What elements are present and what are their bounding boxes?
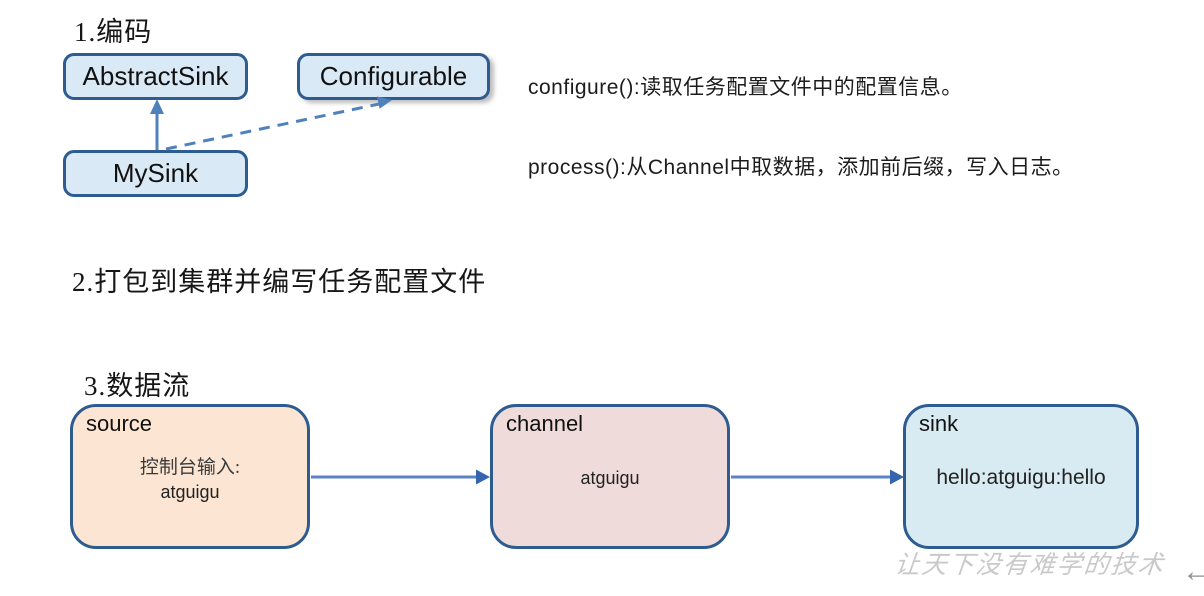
section-3-heading: 3.数据流 — [84, 371, 191, 401]
arrow-channel-to-sink-head — [890, 469, 904, 485]
source-content-line1: 控制台输入: — [139, 457, 241, 478]
flow-box-sink: sink hello:atguigu:hello — [903, 404, 1139, 549]
class-box-mysink: MySink — [63, 150, 248, 197]
arrow-mysink-to-configurable-line — [165, 102, 380, 151]
channel-label: channel — [506, 411, 584, 436]
arrow-source-to-channel-head — [476, 469, 490, 485]
configure-method-note: configure():读取任务配置文件中的配置信息。 — [528, 76, 963, 99]
class-box-abstractsink: AbstractSink — [63, 53, 248, 100]
channel-content: atguigu — [580, 468, 640, 488]
process-method-note: process():从Channel中取数据，添加前后缀，写入日志。 — [528, 156, 1074, 179]
watermark-text: 让天下没有难学的技术 — [893, 552, 1167, 579]
source-content-line2: atguigu — [160, 482, 220, 502]
sink-label: sink — [919, 411, 959, 436]
left-arrow-icon: ← — [1182, 555, 1204, 588]
source-label: source — [86, 411, 153, 436]
flow-box-channel: channel atguigu — [490, 404, 730, 549]
arrow-mysink-to-abstractsink-head — [150, 99, 164, 114]
sink-content: hello:atguigu:hello — [936, 466, 1106, 489]
flow-box-source: source 控制台输入: atguigu — [70, 404, 310, 549]
class-box-configurable: Configurable — [297, 53, 490, 100]
section-2-heading: 2.打包到集群并编写任务配置文件 — [72, 267, 487, 297]
section-1-heading: 1.编码 — [74, 17, 153, 47]
